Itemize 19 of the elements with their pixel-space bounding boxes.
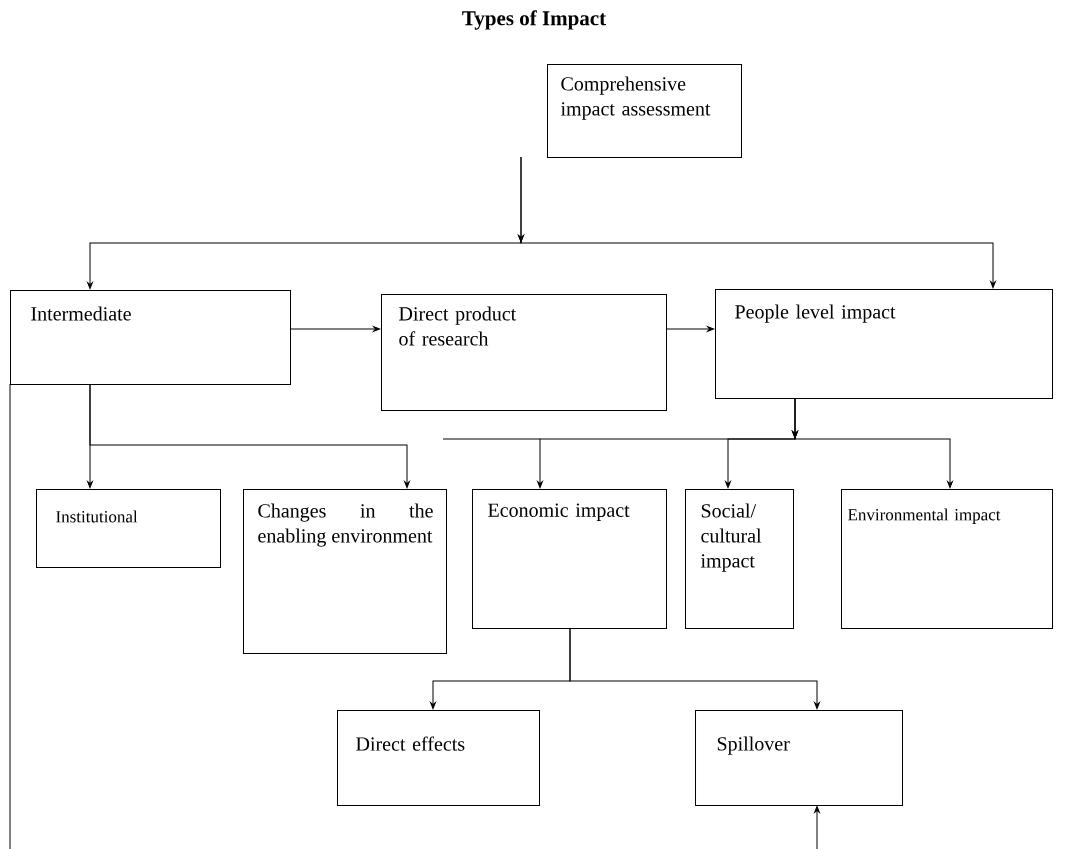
process-box: People level impact xyxy=(715,289,1053,399)
arrow xyxy=(518,156,996,289)
process-box: Direct effects xyxy=(337,710,540,806)
arrow xyxy=(665,326,715,332)
process-box: Changes in the enabling environment xyxy=(243,489,447,654)
process-box: Institutional xyxy=(36,489,221,568)
process-box: Social/ cultural impact xyxy=(685,489,794,629)
process-box: Direct product of research xyxy=(381,294,667,411)
arrow xyxy=(569,627,820,710)
arrow xyxy=(792,397,953,489)
arrow xyxy=(89,383,410,489)
process-box: Economic impact xyxy=(472,489,667,629)
process-box: Comprehensive impact assessment xyxy=(547,64,742,158)
arrow xyxy=(814,805,820,849)
process-box: Intermediate xyxy=(10,290,291,385)
process-box: Environmental impact xyxy=(841,489,1053,629)
title: Types of Impact xyxy=(462,10,607,30)
process-box: Spillover xyxy=(695,710,903,806)
arrow xyxy=(289,326,381,332)
